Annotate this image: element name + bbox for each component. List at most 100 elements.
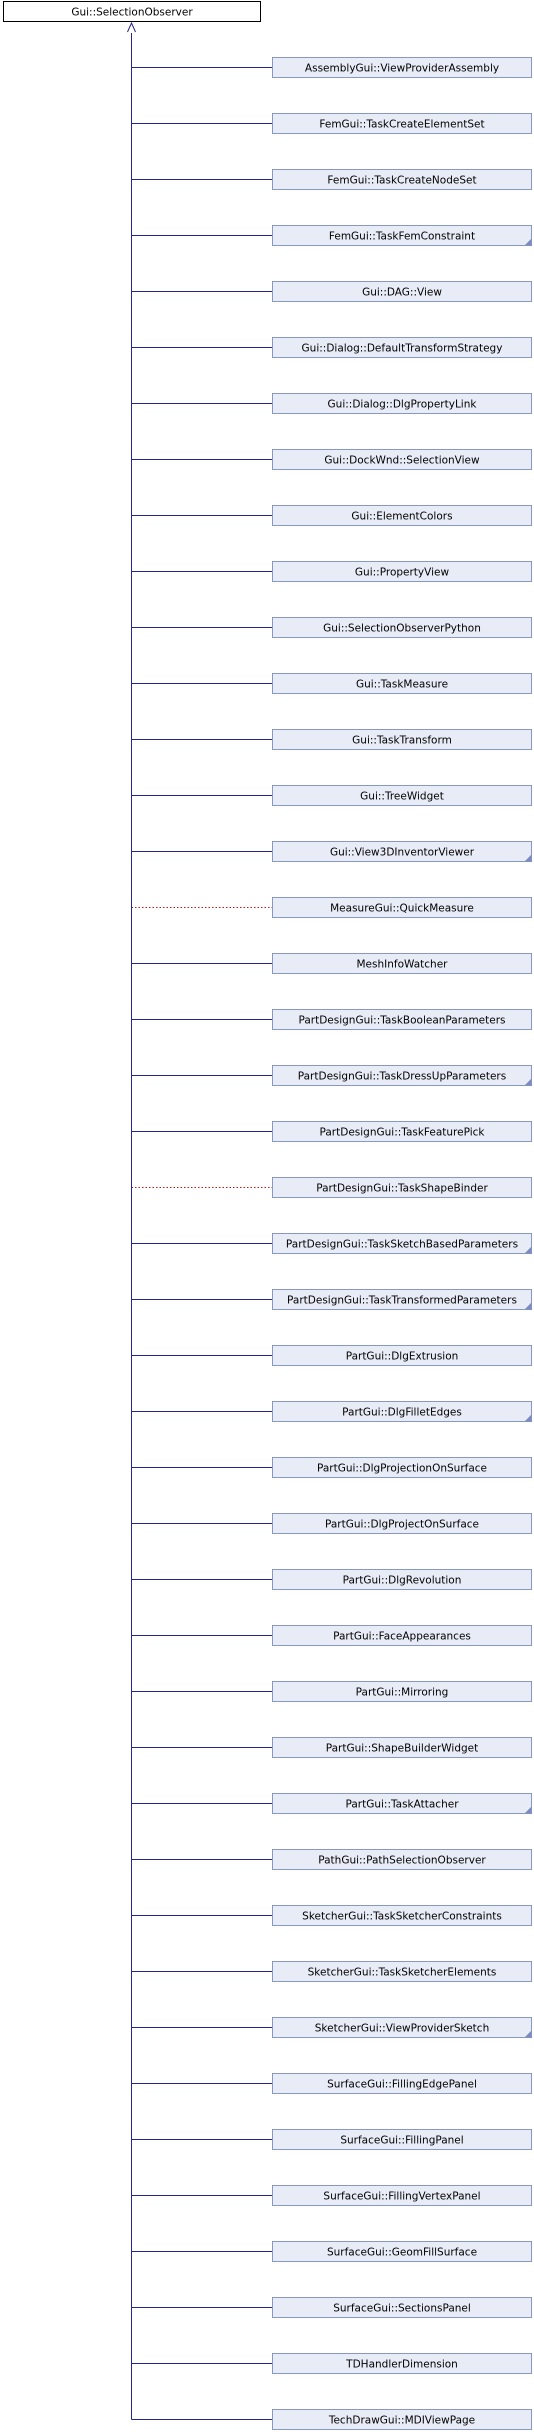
truncated-corner-icon (524, 238, 532, 246)
derived-class-node[interactable]: Gui::TaskTransform (272, 729, 532, 750)
derived-class-box (272, 841, 532, 862)
derived-class-node[interactable]: PartGui::DlgRevolution (272, 1569, 532, 1590)
derived-class-node[interactable]: MeasureGui::QuickMeasure (272, 897, 532, 918)
derived-class-node[interactable]: PartGui::ShapeBuilderWidget (272, 1737, 532, 1758)
derived-class-node[interactable]: PartGui::DlgFilletEdges (272, 1401, 532, 1422)
derived-class-nodes: AssemblyGui::ViewProviderAssemblyFemGui:… (272, 57, 532, 2430)
derived-class-box (272, 393, 532, 414)
derived-class-label: SketcherGui::TaskSketcherElements (308, 1967, 497, 1979)
derived-class-node[interactable]: SketcherGui::TaskSketcherConstraints (272, 1905, 532, 1926)
derived-class-node[interactable]: SketcherGui::ViewProviderSketch (272, 2017, 532, 2038)
root-class-label: Gui::SelectionObserver (71, 7, 193, 19)
derived-class-node[interactable]: Gui::DockWnd::SelectionView (272, 449, 532, 470)
derived-class-node[interactable]: TechDrawGui::MDIViewPage (272, 2409, 532, 2430)
derived-class-node[interactable]: PartDesignGui::TaskDressUpParameters (272, 1065, 532, 1086)
derived-class-node[interactable]: AssemblyGui::ViewProviderAssembly (272, 57, 532, 78)
derived-class-label: PartDesignGui::TaskDressUpParameters (298, 1071, 506, 1083)
derived-class-label: AssemblyGui::ViewProviderAssembly (305, 63, 499, 75)
derived-class-node[interactable]: SurfaceGui::FillingPanel (272, 2129, 532, 2150)
derived-class-node[interactable]: PartGui::TaskAttacher (272, 1793, 532, 1814)
derived-class-box (272, 1009, 532, 1030)
derived-class-label: SurfaceGui::GeomFillSurface (327, 2247, 477, 2259)
derived-class-node[interactable]: Gui::SelectionObserverPython (272, 617, 532, 638)
derived-class-label: SurfaceGui::FillingEdgePanel (327, 2079, 477, 2091)
derived-class-box (272, 2297, 532, 2318)
derived-class-box (272, 2017, 532, 2038)
derived-class-node[interactable]: PartDesignGui::TaskBooleanParameters (272, 1009, 532, 1030)
derived-class-node[interactable]: Gui::TaskMeasure (272, 673, 532, 694)
derived-class-node[interactable]: FemGui::TaskFemConstraint (272, 225, 532, 246)
derived-class-node[interactable]: Gui::ElementColors (272, 505, 532, 526)
truncated-corner-icon (524, 854, 532, 862)
derived-class-label: Gui::SelectionObserverPython (323, 623, 481, 635)
derived-class-node[interactable]: MeshInfoWatcher (272, 953, 532, 974)
derived-class-box (272, 897, 532, 918)
derived-class-label: PartDesignGui::TaskTransformedParameters (287, 1295, 517, 1307)
derived-class-label: PartDesignGui::TaskBooleanParameters (298, 1015, 505, 1027)
derived-class-label: FemGui::TaskCreateNodeSet (327, 175, 476, 187)
truncated-corner-icon (524, 1414, 532, 1422)
derived-class-label: Gui::DAG::View (362, 287, 442, 299)
derived-class-label: PartGui::DlgRevolution (343, 1575, 462, 1587)
derived-class-box (272, 617, 532, 638)
derived-class-node[interactable]: PartGui::DlgProjectOnSurface (272, 1513, 532, 1534)
derived-class-label: MeshInfoWatcher (357, 959, 449, 971)
derived-class-node[interactable]: SketcherGui::TaskSketcherElements (272, 1961, 532, 1982)
derived-class-box (272, 2073, 532, 2094)
derived-class-node[interactable]: SurfaceGui::FillingEdgePanel (272, 2073, 532, 2094)
derived-class-node[interactable]: PartDesignGui::TaskTransformedParameters (272, 1289, 532, 1310)
derived-class-node[interactable]: Gui::Dialog::DlgPropertyLink (272, 393, 532, 414)
derived-class-box (272, 1177, 532, 1198)
derived-class-box (272, 1625, 532, 1646)
derived-class-node[interactable]: PartGui::DlgExtrusion (272, 1345, 532, 1366)
derived-class-node[interactable]: PartGui::Mirroring (272, 1681, 532, 1702)
derived-class-box (272, 225, 532, 246)
derived-class-label: PathGui::PathSelectionObserver (318, 1855, 486, 1867)
truncated-corner-icon (524, 1806, 532, 1814)
derived-class-label: TDHandlerDimension (345, 2359, 458, 2371)
derived-class-node[interactable]: FemGui::TaskCreateElementSet (272, 113, 532, 134)
derived-class-box (272, 2129, 532, 2150)
derived-class-box (272, 449, 532, 470)
derived-class-label: Gui::Dialog::DefaultTransformStrategy (302, 343, 503, 355)
derived-class-node[interactable]: TDHandlerDimension (272, 2353, 532, 2374)
derived-class-box (272, 1793, 532, 1814)
derived-class-box (272, 1289, 532, 1310)
derived-class-box (272, 337, 532, 358)
derived-class-label: Gui::PropertyView (355, 567, 450, 579)
derived-class-label: PartGui::DlgProjectionOnSurface (317, 1463, 487, 1475)
derived-class-node[interactable]: Gui::TreeWidget (272, 785, 532, 806)
derived-class-node[interactable]: Gui::DAG::View (272, 281, 532, 302)
derived-class-box (272, 281, 532, 302)
derived-class-label: SurfaceGui::FillingVertexPanel (323, 2191, 480, 2203)
derived-class-node[interactable]: PartDesignGui::TaskSketchBasedParameters (272, 1233, 532, 1254)
derived-class-box (272, 2353, 532, 2374)
root-class-node[interactable]: Gui::SelectionObserver (3, 1, 261, 22)
derived-class-node[interactable]: PartGui::FaceAppearances (272, 1625, 532, 1646)
derived-class-node[interactable]: FemGui::TaskCreateNodeSet (272, 169, 532, 190)
derived-class-node[interactable]: SurfaceGui::GeomFillSurface (272, 2241, 532, 2262)
derived-class-node[interactable]: PartDesignGui::TaskShapeBinder (272, 1177, 532, 1198)
derived-class-node[interactable]: PartDesignGui::TaskFeaturePick (272, 1121, 532, 1142)
derived-class-node[interactable]: Gui::Dialog::DefaultTransformStrategy (272, 337, 532, 358)
derived-class-box (272, 673, 532, 694)
derived-class-label: Gui::ElementColors (351, 511, 452, 523)
derived-class-node[interactable]: SurfaceGui::FillingVertexPanel (272, 2185, 532, 2206)
derived-class-label: Gui::Dialog::DlgPropertyLink (328, 399, 478, 411)
derived-class-label: MeasureGui::QuickMeasure (330, 903, 474, 915)
derived-class-box (272, 1961, 532, 1982)
derived-class-node[interactable]: PathGui::PathSelectionObserver (272, 1849, 532, 1870)
derived-class-node[interactable]: PartGui::DlgProjectionOnSurface (272, 1457, 532, 1478)
derived-class-box (272, 1681, 532, 1702)
derived-class-node[interactable]: SurfaceGui::SectionsPanel (272, 2297, 532, 2318)
root-class-box (3, 1, 261, 22)
derived-class-box (272, 1233, 532, 1254)
derived-class-label: Gui::TaskMeasure (356, 679, 448, 691)
derived-class-box (272, 729, 532, 750)
derived-class-node[interactable]: Gui::PropertyView (272, 561, 532, 582)
truncated-corner-icon (524, 1302, 532, 1310)
derived-class-node[interactable]: Gui::View3DInventorViewer (272, 841, 532, 862)
derived-class-label: Gui::TreeWidget (360, 791, 444, 803)
derived-class-label: Gui::DockWnd::SelectionView (324, 455, 480, 467)
derived-class-box (272, 1457, 532, 1478)
